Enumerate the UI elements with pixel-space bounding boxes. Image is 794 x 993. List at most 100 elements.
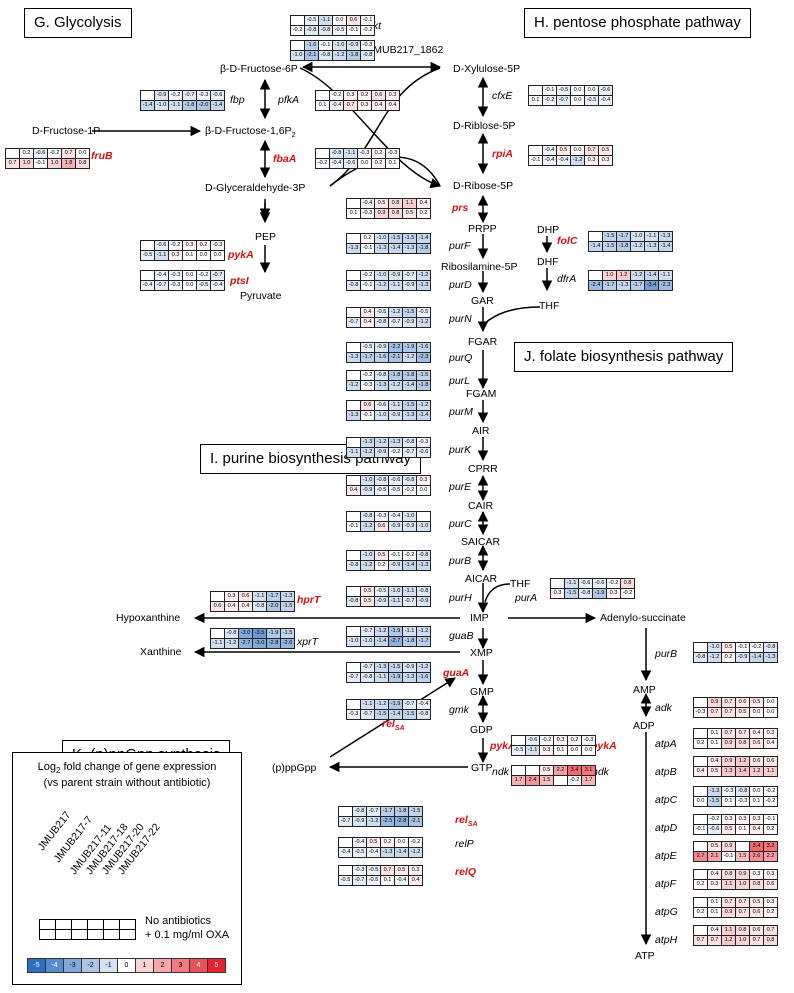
heatmap-cell: -1.2 (346, 380, 361, 391)
heatmap-cell: -1.3 (374, 243, 389, 254)
legend-scale-cell: 2 (153, 958, 172, 973)
heatmap-cell (588, 270, 603, 281)
heatmap-cell: 0.0 (763, 707, 778, 718)
heatmap-cell: -0.9 (360, 485, 375, 496)
heatmap-row: -1.4-1.5-1.8-1.2-1.3-1.4 (588, 241, 673, 252)
heatmap-cell: 0.1 (721, 796, 736, 807)
heatmap-cell: 0.2 (360, 233, 375, 244)
heatmap-cell: 1.5 (539, 775, 554, 786)
heatmap-cell: -0.2 (539, 735, 554, 746)
metabolite-adp: ADP (633, 720, 655, 732)
heatmap-row: -1.3-1.7-1.6-2.1-1.2-2.3 (346, 352, 431, 363)
heatmap-cell (346, 270, 361, 281)
heatmap-cell: 0.0 (416, 485, 431, 496)
heatmap-cell (346, 342, 361, 353)
heatmap-cell: -0.3 (168, 270, 183, 281)
heatmap-cell: -1.0 (374, 233, 389, 244)
heatmap-cell: 0.5 (360, 586, 375, 597)
heatmap-cell (346, 400, 361, 411)
heatmap-cell: -0.9 (402, 317, 417, 328)
heatmap-row: -1.4-1.0-1.1-1.8-2.0-1.4 (140, 100, 225, 111)
heatmap-cell: -1.2 (416, 317, 431, 328)
heatmap-cell: -2.0 (196, 100, 211, 111)
heatmap-cell: -0.5 (374, 485, 389, 496)
heatmap-cell: -0.8 (318, 25, 333, 36)
heatmap-cell: -0.3 (416, 437, 431, 448)
heatmap-cell: 0.0 (570, 95, 585, 106)
heatmap-cell: -0.7 (360, 626, 375, 637)
heatmap-cell: -1.4 (402, 560, 417, 571)
heatmap-cell: 1.1 (763, 766, 778, 777)
heatmap-cell: 0.7 (735, 897, 750, 908)
heatmap-cell: 0.0 (749, 786, 764, 797)
heatmap-cell: -0.7 (360, 662, 375, 673)
heatmap-cell: -0.2 (315, 158, 330, 169)
legend-title-line2: (vs parent strain without antibiotic) (43, 777, 211, 789)
metabolite-g3p: D-Glyceraldehyde-3P (205, 182, 306, 194)
heatmap-cell (210, 628, 225, 639)
gene-atpH: atpH (655, 934, 678, 946)
heatmap-cell: 0.9 (735, 869, 750, 880)
heatmap-cell: -2.1 (408, 816, 423, 827)
heatmap-cell: -0.2 (763, 796, 778, 807)
metabolite-cprr: CPRR (468, 463, 498, 475)
heatmap-cell: -0.5 (374, 586, 389, 597)
heatmap-cell (5, 148, 20, 159)
heatmap-cell: -1.0 (154, 100, 169, 111)
heatmap-row: -0.2-0.8-1.8-1.8-1.5 (346, 370, 431, 381)
heatmap-cell: -1.4 (416, 410, 431, 421)
heatmap-cell: -1.7 (616, 231, 631, 242)
heatmap-row: -1.0-2.1-0.8-1.2-1.8-0.8 (290, 50, 375, 61)
heatmap-cell: -0.5 (196, 280, 211, 291)
heatmap-cell: -1.6 (304, 40, 319, 51)
heatmap-cell: 0.1 (707, 907, 722, 918)
heatmap-cell: -1.0 (290, 50, 305, 61)
gene-rpiA: rpiA (492, 148, 513, 160)
heatmap-cell: -0.2 (606, 578, 621, 589)
heatmap-cell: 0.4 (763, 738, 778, 749)
heatmap-cell: 0.5 (598, 145, 613, 156)
heatmap-cell: -1.0 (360, 550, 375, 561)
heatmap-cell (693, 728, 708, 739)
heatmap-cell: 0.3 (553, 735, 568, 746)
heatmap-cell: 0.6 (749, 738, 764, 749)
heatmap-cell: -0.4 (140, 280, 155, 291)
heatmap-cell: 0.4 (385, 100, 400, 111)
heatmap-cell: 1.0 (735, 879, 750, 890)
heatmap-cell: 0.2 (371, 148, 386, 159)
heatmap-cell: -1.5 (280, 601, 295, 612)
metabolite-xanthine: Xanthine (140, 646, 182, 658)
heatmap-cell: -0.5 (332, 25, 347, 36)
gene-guaA: guaA (443, 667, 470, 679)
heatmap-cell: 1.5 (735, 851, 750, 862)
heatmap-cell: -1.5 (602, 231, 617, 242)
heatmap-cell: -0.8 (416, 709, 431, 720)
heatmap-cell: 0.7 (343, 100, 358, 111)
heatmap-cell: -0.3 (735, 796, 750, 807)
heatmap-cell: 1.4 (735, 766, 750, 777)
heatmap-cell: -1.3 (402, 243, 417, 254)
heatmap-cell: -2.2 (388, 342, 403, 353)
heatmap-cell: 0.2 (371, 158, 386, 169)
heatmap-cell: -0.8 (416, 550, 431, 561)
heatmap-row: -0.7-1.2-1.9-1.1-1.2 (346, 626, 431, 637)
gene-atpB: atpB (655, 766, 677, 778)
heatmap-cell: -1.2 (570, 155, 585, 166)
heatmap-cell: -1.5 (408, 806, 423, 817)
heatmap-cell: 0.3 (763, 728, 778, 739)
heatmap-cell: -1.2 (360, 560, 375, 571)
heatmap-cell: 3.1 (581, 765, 596, 776)
heatmap-cell: -0.1 (346, 521, 361, 532)
heatmap-cell: -0.5 (416, 307, 431, 318)
heatmap-cell: 0.2 (357, 90, 372, 101)
heatmap-cell: -1.0 (360, 636, 375, 647)
heatmap-row: -0.7-1.3-1.5-0.9-1.2 (346, 662, 431, 673)
heatmap-cell: 0.1 (707, 897, 722, 908)
